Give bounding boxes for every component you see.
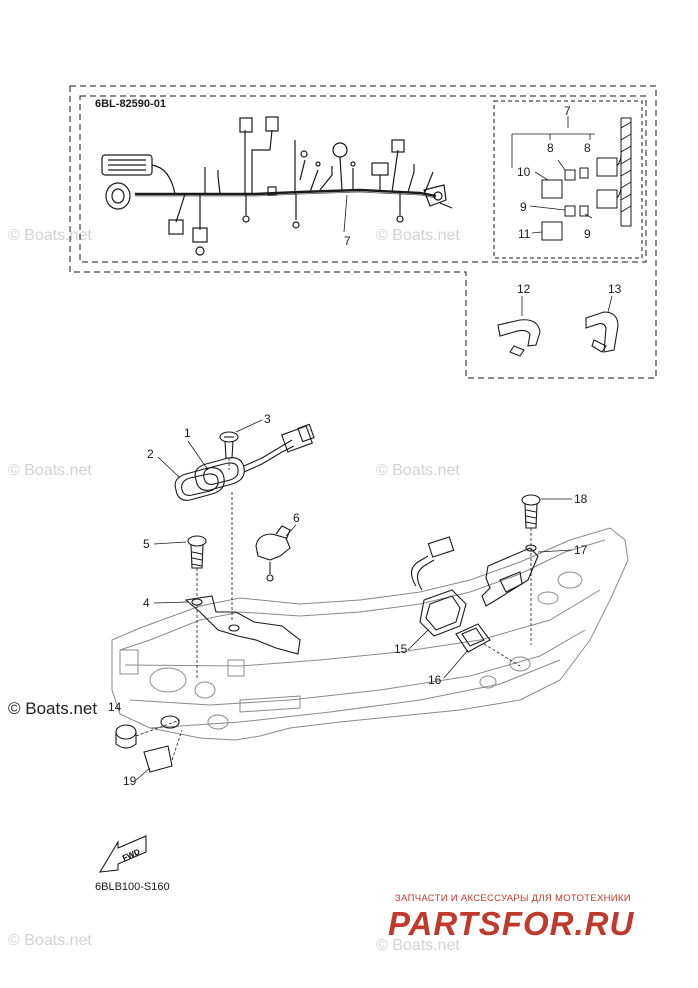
watermark-5: © Boats.net <box>8 932 92 949</box>
watermark-dark: © Boats.net <box>8 699 97 718</box>
fwd-arrow-icon <box>98 835 147 873</box>
callout-8-b: 8 <box>584 141 591 155</box>
callout-11: 11 <box>518 227 531 241</box>
label-19 <box>143 729 183 773</box>
clamp-13 <box>585 295 619 353</box>
callout-1: 1 <box>184 426 191 440</box>
callout-12: 12 <box>517 282 531 296</box>
harness-part-number: 6BL-82590-01 <box>95 98 166 110</box>
harness-frame <box>69 85 657 379</box>
promo-tagline: ЗАПЧАСТИ И АКСЕССУАРЫ ДЛЯ МОТОТЕХНИКИ <box>395 893 631 904</box>
hull-outline <box>111 527 629 741</box>
watermark-3: © Boats.net <box>8 462 92 479</box>
gasket-16 <box>455 623 521 667</box>
grommet-assembly <box>174 423 315 620</box>
watermark-group: © Boats.net © Boats.net © Boats.net © Bo… <box>8 227 460 954</box>
callout-9-a: 9 <box>520 200 527 214</box>
callout-10: 10 <box>517 165 531 179</box>
callout-8-a: 8 <box>547 141 554 155</box>
callout-16: 16 <box>428 673 442 687</box>
drawing-number: 6BLB100-S160 <box>95 881 170 893</box>
callout-15: 15 <box>394 642 408 656</box>
bolt-5 <box>187 535 207 598</box>
bracket-4 <box>184 595 301 680</box>
watermark-2: © Boats.net <box>376 227 460 244</box>
relay-leaders <box>511 116 595 234</box>
watermark-6: © Boats.net <box>376 937 460 954</box>
wire-harness <box>101 116 453 256</box>
relay-inset <box>541 117 632 241</box>
callout-2: 2 <box>147 447 154 461</box>
callout-13: 13 <box>608 282 622 296</box>
callout-18: 18 <box>574 492 588 506</box>
callout-17: 17 <box>574 543 588 557</box>
callout-6: 6 <box>293 511 300 525</box>
watermark-4: © Boats.net <box>376 462 460 479</box>
clamp-12 <box>497 296 541 357</box>
switch-15 <box>410 536 467 637</box>
callout-7-harness: 7 <box>344 234 351 248</box>
callout-14: 14 <box>108 700 122 714</box>
callout-5: 5 <box>143 537 150 551</box>
callout-4: 4 <box>143 596 150 610</box>
callout-7-inset: 7 <box>564 104 571 118</box>
screw-3 <box>219 431 239 470</box>
holder-17 <box>481 544 539 607</box>
watermark-1: © Boats.net <box>8 227 92 244</box>
bolt-18 <box>521 494 541 645</box>
fwd-label: FWD <box>121 847 142 863</box>
callout-19: 19 <box>123 774 137 788</box>
clip-6 <box>255 525 291 582</box>
callout-9-b: 9 <box>584 227 591 241</box>
callout-3: 3 <box>264 412 271 426</box>
plug-14 <box>115 715 181 749</box>
promo-brand-logo[interactable]: PARTSFOR.RU <box>388 905 635 942</box>
